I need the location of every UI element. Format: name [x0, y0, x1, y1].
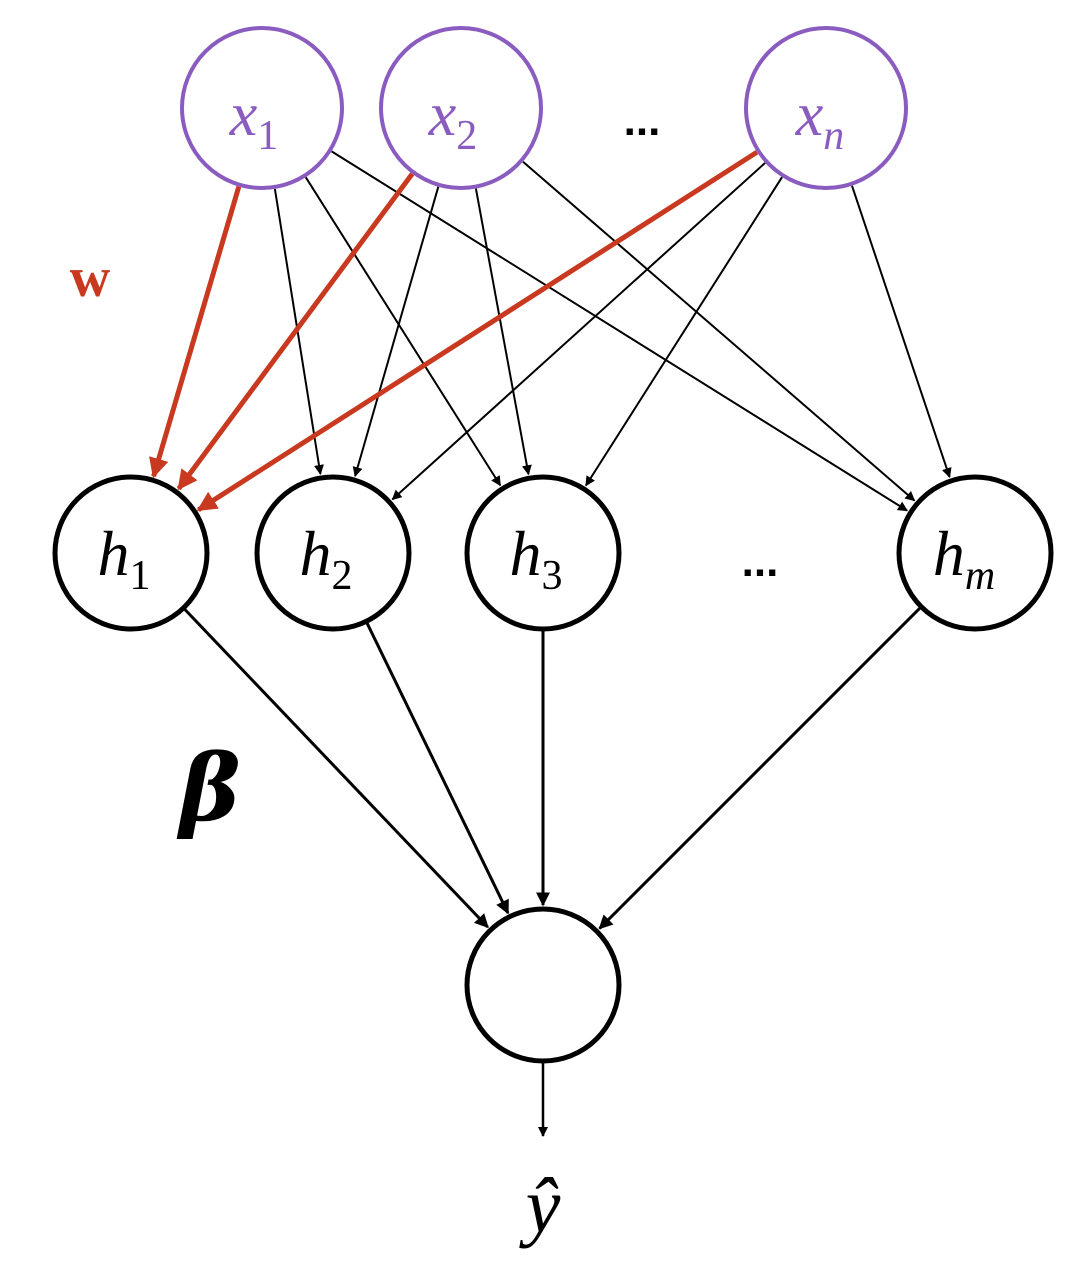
input-ellipsis: ...	[624, 96, 661, 145]
input-node-x2-label: x2	[428, 81, 478, 159]
hidden-node-hm-base: h	[933, 518, 965, 589]
hidden-node-h2-circle	[254, 474, 412, 632]
hidden-node-h1-sub: 1	[130, 553, 151, 599]
input-node-xn-base: x	[795, 81, 824, 149]
edge-x2-to-h3	[474, 188, 532, 476]
edge-x2-to-h1	[176, 172, 415, 491]
output-node	[464, 906, 622, 1064]
hidden-node-h1-circle	[52, 474, 210, 632]
edge-h1-to-out	[183, 608, 489, 929]
input-node-x2-sub: 2	[456, 113, 477, 159]
output-symbol-y-hat: ŷ	[519, 1162, 561, 1249]
hidden-node-hm-sub: m	[965, 553, 995, 599]
input-node-x1-sub: 1	[257, 113, 278, 159]
hidden-node-h1-label: h1	[98, 518, 151, 599]
hidden-node-h3-circle	[464, 474, 622, 632]
hidden-ellipsis: ...	[742, 537, 779, 586]
input-node-xn: xn	[744, 26, 908, 190]
input-node-x2: x2	[379, 26, 543, 190]
input-node-xn-sub: n	[823, 113, 844, 159]
input-node-x2-circle	[379, 26, 543, 190]
weights-output-label: β	[176, 734, 240, 842]
edge-hm-to-out	[598, 607, 921, 930]
edge-x1-to-hm	[331, 150, 908, 512]
hidden-node-h2-base: h	[300, 518, 332, 589]
input-node-x1-circle	[180, 26, 344, 190]
hidden-node-h3-sub: 3	[542, 553, 563, 599]
hidden-node-hm-label: hm	[933, 518, 995, 599]
hidden-node-hm: hm	[896, 474, 1054, 632]
hidden-node-h2-sub: 2	[332, 553, 353, 599]
input-node-x1: x1	[180, 26, 344, 190]
edge-xn-to-h2	[391, 162, 766, 501]
hidden-node-h3-base: h	[510, 518, 542, 589]
hidden-node-h1: h1	[52, 474, 210, 632]
edges-layer	[149, 150, 952, 930]
hidden-node-h2: h2	[254, 474, 412, 632]
edge-x2-to-h2	[352, 186, 440, 478]
input-node-x1-base: x	[229, 81, 258, 149]
edge-xn-to-hm	[851, 185, 952, 479]
edge-x2-to-hm	[522, 160, 916, 502]
input-node-xn-circle	[744, 26, 908, 190]
edge-x1-to-h1	[149, 185, 242, 479]
input-node-x1-label: x1	[229, 81, 279, 159]
output-node-circle	[464, 906, 622, 1064]
weights-input-label: w	[70, 247, 111, 309]
edge-xn-to-h1	[196, 150, 759, 513]
input-node-xn-label: xn	[795, 81, 845, 159]
hidden-node-h3: h3	[464, 474, 622, 632]
hidden-node-hm-circle	[896, 474, 1054, 632]
edge-x1-to-h3	[304, 176, 502, 487]
edge-h2-to-out	[365, 622, 510, 915]
input-node-x2-base: x	[428, 81, 457, 149]
edge-xn-to-h3	[585, 176, 783, 487]
hidden-node-h2-label: h2	[300, 518, 353, 599]
hidden-node-h3-label: h3	[510, 518, 563, 599]
hidden-node-h1-base: h	[98, 518, 130, 589]
